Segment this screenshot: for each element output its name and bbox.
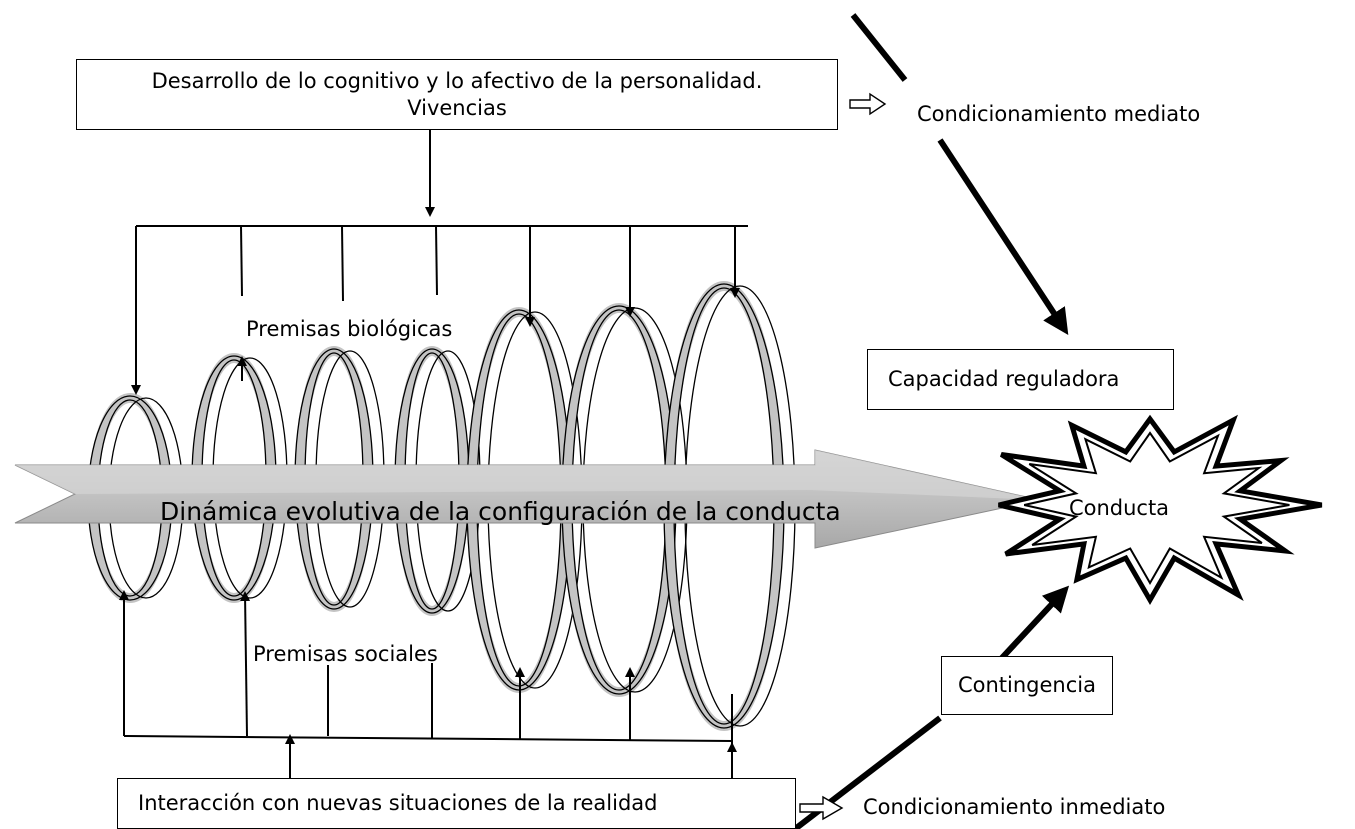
capacidad-label: Capacidad reguladora: [888, 367, 1120, 391]
contingencia-label: Contingencia: [957, 673, 1096, 697]
dinamica-label: Dinámica evolutiva de la configuración d…: [160, 497, 841, 526]
mediato-diagonal: [850, 13, 1069, 336]
evolution-arrow: Dinámica evolutiva de la configuración d…: [14, 449, 1041, 549]
personality-development-box: Desarrollo de lo cognitivo y lo afectivo…: [76, 59, 838, 130]
premisas-biologicas-label: Premisas biológicas: [246, 317, 453, 341]
interaccion-label: Interacción con nuevas situaciones de la…: [138, 791, 658, 815]
bottom-connectors: [119, 590, 737, 778]
condicionamiento-mediato-label: Condicionamiento mediato: [917, 102, 1201, 126]
hollow-arrow-inmediato-icon: [799, 795, 844, 821]
conducta-burst: Conducta: [998, 414, 1323, 605]
premisas-sociales-label: Premisas sociales: [253, 642, 438, 666]
contingencia-box: Contingencia: [941, 656, 1113, 715]
capacidad-reguladora-box: Capacidad reguladora: [867, 349, 1174, 410]
personality-line-2: Vivencias: [407, 95, 507, 120]
hollow-arrow-mediato-icon: [849, 92, 887, 116]
personality-line-1: Desarrollo de lo cognitivo y lo afectivo…: [151, 68, 763, 93]
conducta-label: Conducta: [1069, 496, 1169, 520]
top-connectors: [131, 130, 748, 395]
interaccion-box: Interacción con nuevas situaciones de la…: [117, 778, 796, 829]
condicionamiento-inmediato-label: Condicionamiento inmediato: [863, 795, 1166, 819]
